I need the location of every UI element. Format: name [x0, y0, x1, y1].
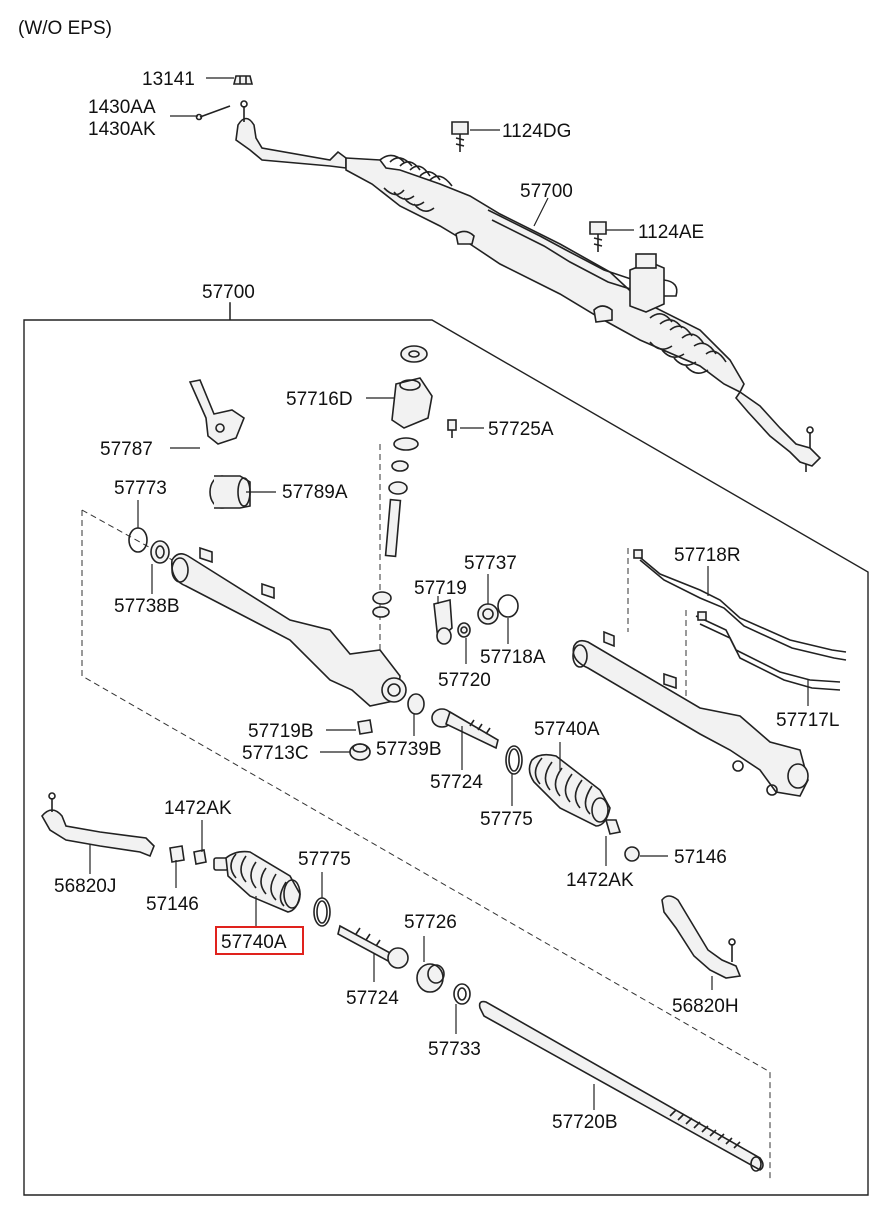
label-57773[interactable]: 57773	[114, 478, 167, 499]
top-leader-lines	[170, 77, 634, 231]
clamp-57775-left[interactable]	[313, 897, 331, 927]
rack-bar-57720b[interactable]	[478, 1000, 764, 1172]
nut-57146-right[interactable]	[624, 846, 640, 862]
label-57716d[interactable]: 57716D	[286, 389, 353, 410]
valve-housing-57716d[interactable]	[372, 345, 433, 618]
label-57775-left[interactable]: 57775	[298, 849, 351, 870]
label-56820h[interactable]: 56820H	[672, 996, 739, 1017]
selected-part-highlight	[215, 926, 304, 955]
label-57740a-selected[interactable]: 57740A	[221, 932, 287, 953]
label-57726[interactable]: 57726	[404, 912, 457, 933]
label-1124ae[interactable]: 1124AE	[638, 222, 704, 243]
label-57787[interactable]: 57787	[100, 439, 153, 460]
screw-57725a[interactable]	[447, 419, 457, 438]
boot-57740a-right[interactable]	[528, 753, 611, 827]
label-57739b[interactable]: 57739B	[376, 739, 442, 760]
label-1430ak[interactable]: 1430AK	[88, 119, 156, 140]
leader-lines	[89, 302, 809, 1110]
castle-nut-part[interactable]	[232, 75, 254, 85]
label-57720[interactable]: 57720	[438, 670, 491, 691]
label-57733[interactable]: 57733	[428, 1039, 481, 1060]
label-57789a[interactable]: 57789A	[282, 482, 348, 503]
tie-rod-end-56820h[interactable]	[661, 895, 742, 979]
label-1430aa[interactable]: 1430AA	[88, 97, 156, 118]
nut-57720[interactable]	[457, 622, 471, 638]
seal-57738b[interactable]	[150, 540, 170, 564]
bolt-1124ae[interactable]	[589, 221, 607, 252]
label-57718a[interactable]: 57718A	[480, 647, 546, 668]
oring-57773[interactable]	[128, 527, 148, 553]
tie-rod-end-56820j[interactable]	[41, 792, 155, 858]
boot-57740a-left[interactable]	[213, 850, 301, 913]
label-57740a-right[interactable]: 57740A	[534, 719, 600, 740]
tie-rod-end-right-top[interactable]	[734, 390, 822, 472]
plug-57719[interactable]	[433, 598, 453, 645]
nut-57719b[interactable]	[357, 719, 373, 735]
snap-ring-57718a[interactable]	[497, 594, 519, 618]
tie-rod-end-left-top[interactable]	[235, 100, 347, 169]
diagram-title: (W/O EPS)	[18, 18, 112, 39]
bolt-1124dg[interactable]	[451, 121, 469, 152]
label-1472ak-left[interactable]: 1472AK	[164, 798, 232, 819]
label-57718r[interactable]: 57718R	[674, 545, 741, 566]
rack-housing-top[interactable]	[345, 154, 745, 394]
label-13141[interactable]: 13141	[142, 69, 195, 90]
rack-housing-middle[interactable]	[170, 546, 407, 707]
label-1124dg[interactable]: 1124DG	[502, 121, 571, 142]
label-57719[interactable]: 57719	[414, 578, 467, 599]
part-labels: 13141 1430AA 1430AK 1124DG 57700 1124AE …	[54, 69, 839, 1133]
label-57738b[interactable]: 57738B	[114, 596, 180, 617]
label-57775-right[interactable]: 57775	[480, 809, 533, 830]
bracket-57787[interactable]	[188, 379, 245, 445]
bushing-57789a[interactable]	[209, 475, 251, 509]
label-57720b[interactable]: 57720B	[552, 1112, 618, 1133]
label-57724-upper[interactable]: 57724	[430, 772, 483, 793]
inner-tie-rod-57724-upper[interactable]	[431, 708, 499, 750]
label-57717l[interactable]: 57717L	[776, 710, 839, 731]
label-57700-frame[interactable]: 57700	[202, 282, 255, 303]
inner-tie-rod-57724-lower[interactable]	[337, 924, 409, 969]
cotter-pin-part[interactable]	[195, 105, 231, 121]
label-57737[interactable]: 57737	[464, 553, 517, 574]
clamp-57775-right[interactable]	[505, 745, 523, 775]
ring-57733[interactable]	[453, 983, 471, 1005]
label-57146-right[interactable]: 57146	[674, 847, 727, 868]
rack-housing-right[interactable]	[572, 630, 809, 797]
label-57700-top[interactable]: 57700	[520, 181, 573, 202]
label-57146-left[interactable]: 57146	[146, 894, 199, 915]
seal-57739b[interactable]	[407, 693, 425, 715]
steering-gear-assembly-drawing	[195, 75, 822, 472]
bushing-57726[interactable]	[416, 963, 445, 993]
nut-57146-left[interactable]	[169, 845, 185, 863]
label-57724-lower[interactable]: 57724	[346, 988, 399, 1009]
label-56820j[interactable]: 56820J	[54, 876, 116, 897]
label-57719b[interactable]: 57719B	[248, 721, 314, 742]
clip-1472ak-left[interactable]	[193, 849, 207, 865]
bushing-57737[interactable]	[477, 603, 499, 625]
label-57725a[interactable]: 57725A	[488, 419, 554, 440]
cap-57713c[interactable]	[349, 743, 371, 761]
pipes-57718r-57717l[interactable]	[633, 549, 847, 691]
label-57713c[interactable]: 57713C	[242, 743, 309, 764]
clip-1472ak-right[interactable]	[604, 819, 622, 835]
label-1472ak-right[interactable]: 1472AK	[566, 870, 634, 891]
